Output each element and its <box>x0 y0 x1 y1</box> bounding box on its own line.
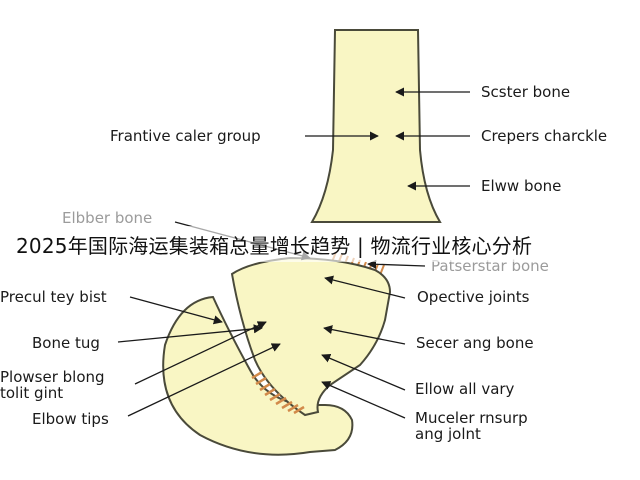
label-opective-joints: Opective joints <box>417 288 530 306</box>
label-crepers-charckle: Crepers charckle <box>481 127 608 145</box>
arrow-elbow-tips <box>127 343 281 417</box>
label-frantive-caler-group: Frantive caler group <box>110 127 261 145</box>
label-elbow-tips: Elbow tips <box>32 410 109 428</box>
arrow-muceler-rnsurp <box>321 381 406 419</box>
label-elbber-bone: Elbber bone <box>62 209 153 227</box>
arrow-plowser-blong <box>134 321 267 385</box>
arrow-opective-joints <box>324 275 406 299</box>
lower-joint-stripes <box>251 370 305 415</box>
upper-bone-shaft <box>310 29 442 223</box>
arrow-bone-tug <box>117 324 263 343</box>
banner-title: 2025年国际海运集装箱总量增长趋势 | 物流行业核心分析 <box>16 234 533 258</box>
arrow-precul-tey-bist <box>129 296 223 325</box>
label-secer-ang-bone: Secer ang bone <box>416 334 534 352</box>
label-muceler-rnsurp-ang-jolnt: Muceler rnsurp ang jolnt <box>415 409 528 443</box>
arrow-patserstar-bone <box>367 259 426 269</box>
label-plowser-blong-tolit-gint: Plowser blong tolit gint <box>0 368 105 402</box>
label-ellow-all-vary: Ellow all vary <box>415 380 515 398</box>
arrow-secer-ang-bone <box>323 325 406 345</box>
label-precul-tey-bist: Precul tey bist <box>0 288 107 306</box>
label-scster-bone: Scster bone <box>481 83 571 101</box>
label-elww-bone: Elww bone <box>481 177 562 195</box>
label-bone-tug: Bone tug <box>32 334 100 352</box>
arrow-ellow-all-vary <box>321 353 406 391</box>
banner-background <box>0 226 640 262</box>
